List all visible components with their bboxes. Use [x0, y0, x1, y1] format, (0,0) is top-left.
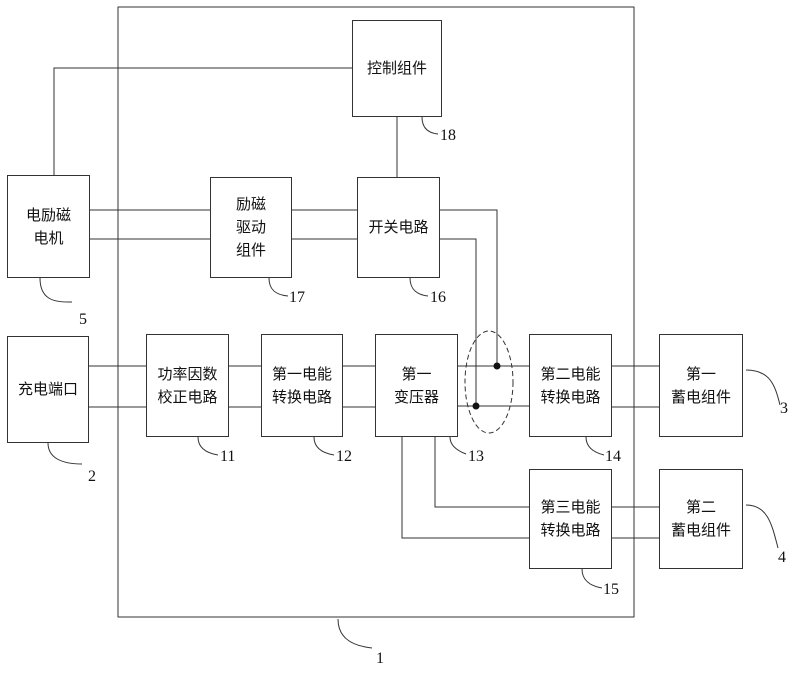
leader-12: [313, 436, 335, 456]
leader-11: [197, 436, 219, 456]
ref-14: 14: [605, 448, 621, 465]
ref-2: 2: [88, 468, 96, 485]
junction-dot-2: [472, 402, 480, 410]
ref-11: 11: [220, 448, 236, 465]
first-transformer-block: 第一 变压器: [375, 334, 458, 437]
wire-switch-tap-2: [440, 238, 477, 406]
switch-circuit-block: 开关电路: [357, 177, 440, 278]
ref-16: 16: [430, 289, 446, 306]
wire-control-motor: [53, 67, 352, 175]
ref-4: 4: [778, 549, 786, 566]
dashed-ellipse: [464, 330, 514, 434]
leader-1: [337, 618, 373, 649]
leader-4: [745, 504, 779, 549]
ref-18: 18: [440, 127, 456, 144]
leader-13: [449, 436, 467, 455]
ref-1: 1: [376, 650, 384, 667]
control-block: 控制组件: [352, 20, 442, 117]
second-storage-block: 第二 蓄电组件: [659, 469, 743, 569]
ref-5: 5: [79, 311, 87, 328]
first-storage-block: 第一 蓄电组件: [659, 334, 743, 437]
wire-switch-tap-1: [440, 209, 498, 366]
ref-17: 17: [289, 289, 305, 306]
excitation-driver-block: 励磁 驱动 组件: [210, 177, 292, 278]
charging-port-block: 充电端口: [7, 336, 89, 443]
ref-3: 3: [780, 400, 788, 417]
ref-15: 15: [603, 581, 619, 598]
leader-2: [47, 442, 83, 465]
wire-tx-conv3-1: [434, 437, 529, 508]
leader-17: [268, 277, 289, 297]
leader-18: [421, 116, 439, 135]
leader-3: [745, 369, 781, 406]
leader-16: [409, 277, 429, 297]
wire-tx-conv3-2: [401, 437, 529, 539]
first-converter-block: 第一电能 转换电路: [261, 334, 343, 437]
leader-14: [585, 436, 605, 456]
pfc-block: 功率因数 校正电路: [146, 334, 229, 437]
motor-block: 电励磁 电机: [7, 175, 90, 278]
leader-15: [581, 568, 603, 589]
ref-13: 13: [468, 448, 484, 465]
leader-5: [39, 277, 72, 303]
housing-outline: [117, 6, 635, 618]
second-converter-block: 第二电能 转换电路: [529, 334, 612, 437]
junction-dot-1: [493, 362, 501, 370]
ref-12: 12: [336, 448, 352, 465]
third-converter-block: 第三电能 转换电路: [529, 469, 612, 569]
